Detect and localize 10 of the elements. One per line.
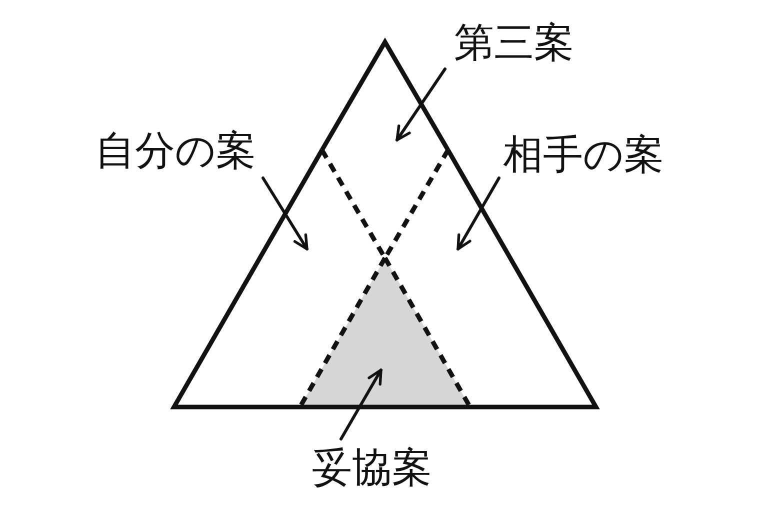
- callout-label: 妥協案: [312, 446, 432, 490]
- leader-arrow: [340, 368, 382, 440]
- leader-arrow: [262, 176, 308, 250]
- callout-label: 自分の案: [95, 129, 256, 173]
- callout-label: 相手の案: [503, 133, 664, 177]
- bottom-section: [298, 256, 472, 410]
- leader-arrow: [456, 176, 500, 250]
- top-section: [320, 38, 450, 260]
- leader-arrow: [396, 68, 446, 142]
- callout-label: 第三案: [454, 21, 574, 65]
